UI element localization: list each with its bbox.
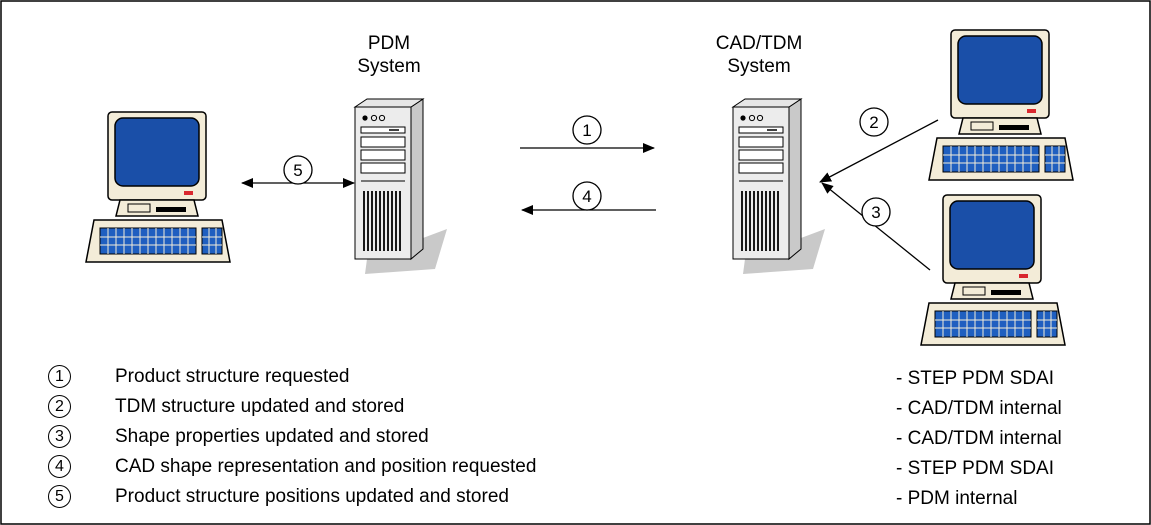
svg-text:3: 3	[871, 203, 880, 222]
pdm-system-label-line1: PDM	[367, 33, 411, 54]
svg-text:2: 2	[869, 113, 878, 132]
arrow-number-5: 5	[283, 155, 313, 185]
arrow-number-3: 3	[861, 197, 891, 227]
svg-text:4: 4	[582, 187, 591, 206]
legend-text: Product structure requested	[115, 366, 350, 387]
svg-text:5: 5	[293, 161, 302, 180]
arrow-2	[819, 119, 939, 183]
legend-item: 2 TDM structure updated and stored	[48, 395, 748, 419]
legend-number: 4	[48, 455, 71, 478]
cad-system-label-line2: System	[727, 56, 791, 77]
pdm-system-label: PDM System	[309, 32, 469, 78]
cad-system-label: CAD/TDM System	[679, 32, 839, 78]
legend-text: Product structure positions updated and …	[115, 486, 509, 507]
legend-protocol: - CAD/TDM internal	[896, 398, 1062, 419]
legend-number: 1	[48, 365, 71, 388]
pdm-system-label-line2: System	[357, 56, 421, 77]
arrow-number-2: 2	[859, 107, 889, 137]
legend-number: 2	[48, 395, 71, 418]
legend-item: 3 Shape properties updated and stored	[48, 425, 748, 449]
legend-number: 3	[48, 425, 71, 448]
svg-text:1: 1	[582, 121, 591, 140]
legend-protocol: - STEP PDM SDAI	[896, 458, 1055, 479]
legend-item: 5 Product structure positions updated an…	[48, 485, 748, 509]
cad-system-label-line1: CAD/TDM	[715, 33, 803, 54]
legend-item: 4 CAD shape representation and position …	[48, 455, 748, 479]
arrow-number-4: 4	[572, 181, 602, 211]
legend-number: 5	[48, 485, 71, 508]
arrow-number-1: 1	[572, 115, 602, 145]
legend-item: 1 Product structure requested	[48, 365, 748, 389]
legend-protocol: - CAD/TDM internal	[896, 428, 1062, 449]
legend-text: Shape properties updated and stored	[115, 426, 429, 447]
legend-protocol: - PDM internal	[896, 488, 1018, 509]
legend-text: CAD shape representation and position re…	[115, 456, 537, 477]
legend-protocol: - STEP PDM SDAI	[896, 368, 1055, 389]
legend-text: TDM structure updated and stored	[115, 396, 405, 417]
